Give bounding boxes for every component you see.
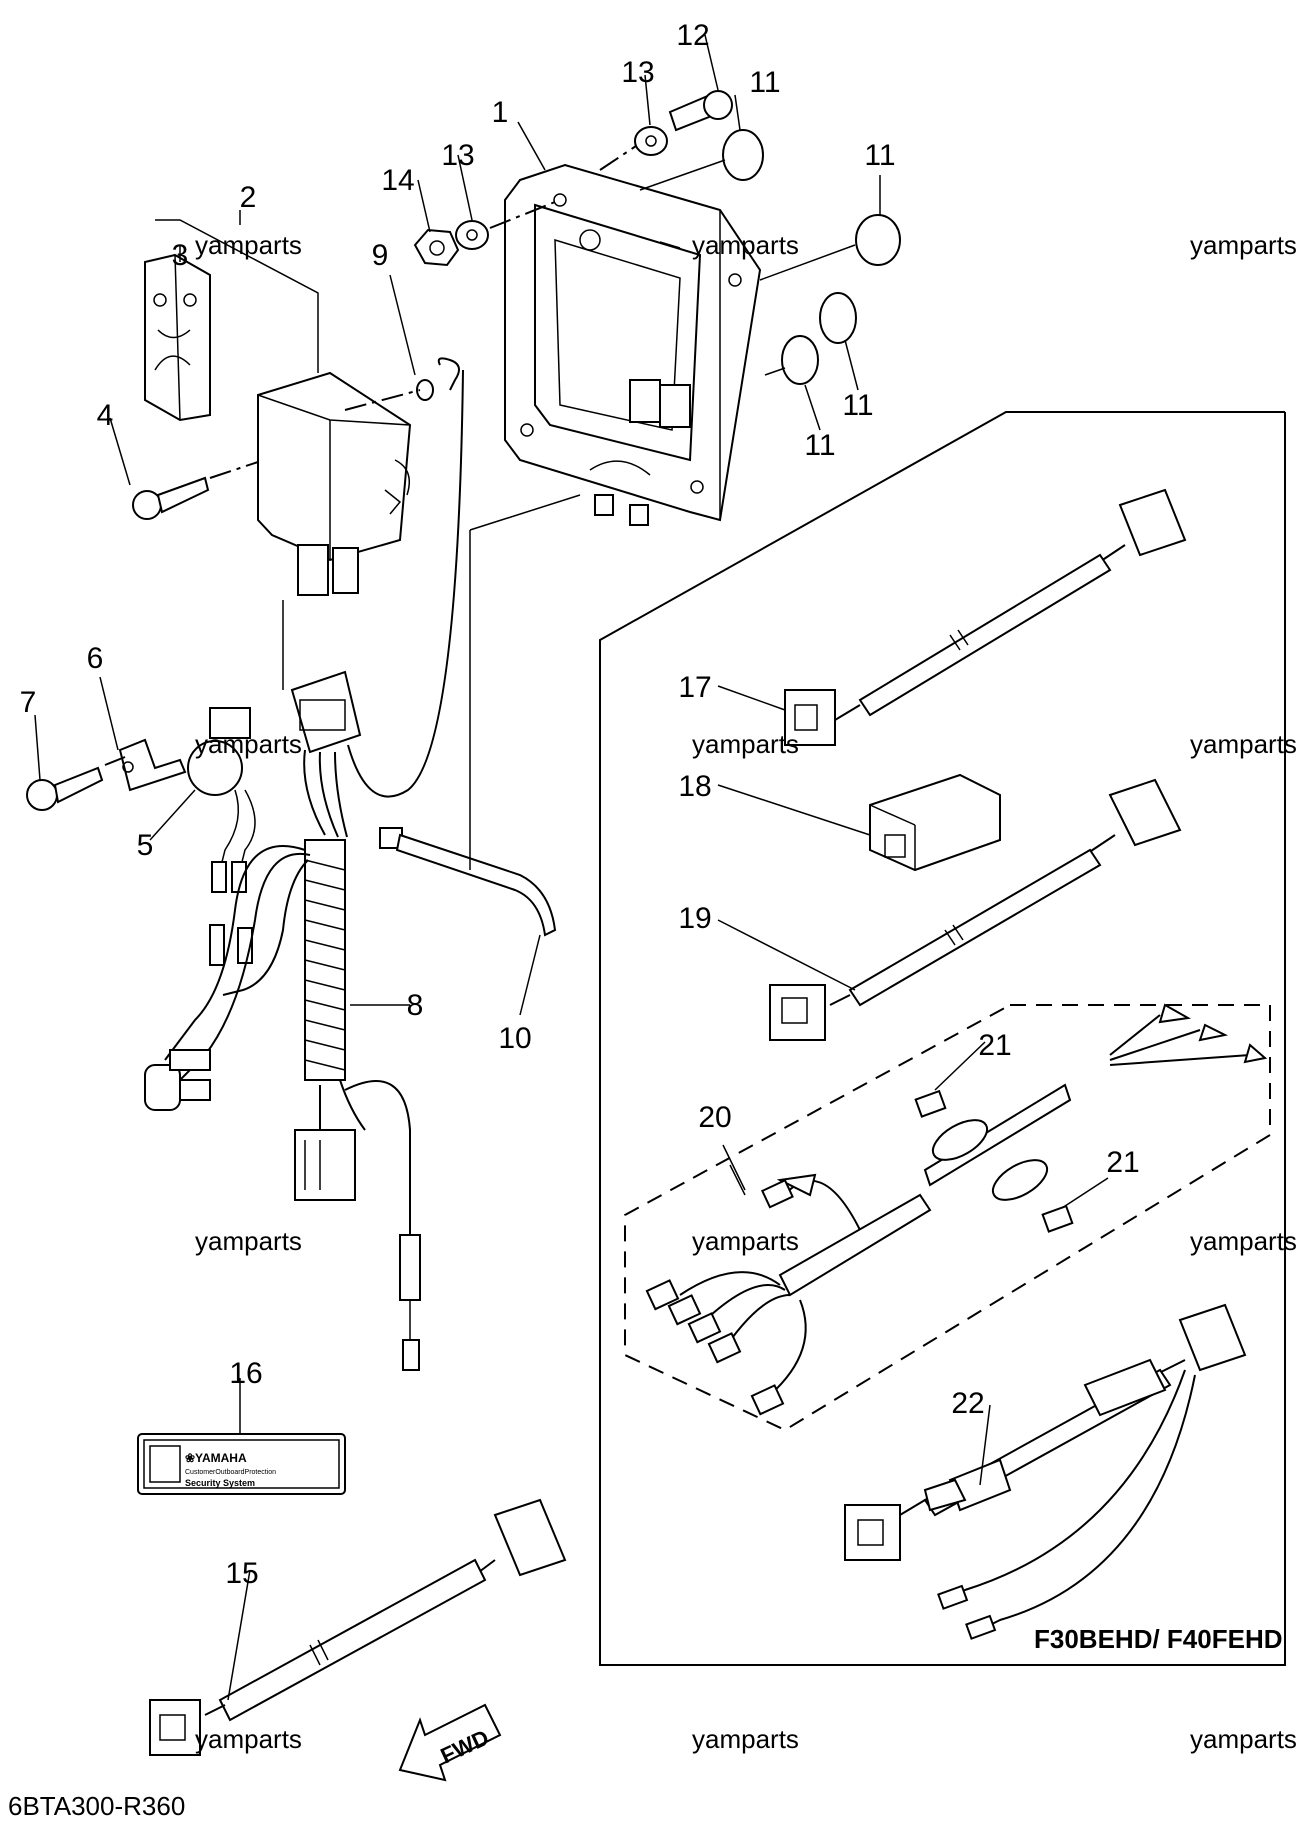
diagram-id: 6BTA300-R360 [8,1791,185,1821]
part-screw-7 [26,756,126,811]
callout-20: 20 [698,1101,731,1134]
part-harness-kit-20 [624,1003,1271,1432]
callout-8: 8 [407,989,424,1022]
decal-line2: Security System [185,1478,255,1488]
part-transmitter [144,253,211,422]
callout-7: 7 [20,686,37,719]
part-nut-14 [413,228,460,267]
watermark: yamparts [1190,1226,1297,1256]
watermark: yamparts [195,1226,302,1256]
callout-22: 22 [951,1387,984,1420]
part-bracket-plate [118,738,187,792]
part-control-unit [257,371,412,596]
callout-17: 17 [678,671,711,704]
part-decal: ❀YAMAHA CustomerOutboardProtection Secur… [137,1433,346,1495]
callout-18: 18 [678,770,711,803]
part-harness-19 [769,778,1182,1041]
callout-11d: 11 [804,429,835,462]
watermarks: yamparts yamparts yamparts yamparts yamp… [195,230,1297,1754]
part-caps-21 [914,1089,1074,1233]
callout-11a: 11 [749,66,780,99]
watermark: yamparts [195,1724,302,1754]
decal-line1: CustomerOutboardProtection [185,1469,276,1476]
part-washer-9 [344,379,434,411]
callout-6: 6 [87,642,104,675]
callout-5: 5 [137,829,154,862]
watermark: yamparts [1190,230,1297,260]
watermark: yamparts [195,230,302,260]
part-extension-harness [149,1498,567,1756]
callout-13b: 13 [441,139,474,172]
watermark: yamparts [1190,729,1297,759]
callout-2: 2 [240,181,257,214]
callout-11c: 11 [842,389,873,422]
fwd-arrow-icon: FWD [398,1703,502,1782]
callout-19: 19 [678,902,711,935]
part-main-harness [144,357,464,1371]
leader-lines [34,34,1109,1701]
part-washer-13b [455,199,561,250]
part-harness-22 [844,1303,1247,1640]
watermark: yamparts [692,230,799,260]
callout-12: 12 [676,19,709,52]
callout-13a: 13 [621,56,654,89]
option-kit-frame [599,411,1286,1666]
watermark: yamparts [195,729,302,759]
part-bracket-housing [504,163,762,526]
part-screw-12 [599,90,733,171]
callout-9: 9 [372,239,389,272]
part-connector-cap [869,773,1001,872]
callout-11b: 11 [864,139,895,172]
part-buzzer [187,707,256,966]
callout-1: 1 [492,96,509,129]
callout-3: 3 [172,239,189,272]
watermark: yamparts [692,1724,799,1754]
part-seals [639,129,901,385]
part-cable-tie [379,494,581,937]
watermark: yamparts [692,1226,799,1256]
callout-numbers: 1 2 3 4 5 6 7 8 9 10 11 11 11 11 12 13 1… [20,19,1140,1590]
callout-15: 15 [225,1557,258,1590]
part-screw-4 [132,461,259,520]
decal-brand: ❀YAMAHA [185,1451,247,1465]
callout-21a: 21 [978,1029,1011,1062]
callout-10: 10 [498,1022,531,1055]
callout-16: 16 [229,1357,262,1390]
callout-21b: 21 [1106,1146,1139,1179]
watermark: yamparts [692,729,799,759]
watermark: yamparts [1190,1724,1297,1754]
part-washer-13a [634,126,668,156]
callout-4: 4 [97,399,114,432]
part-harness-17 [784,488,1187,746]
model-label: F30BEHD/ F40FEHD [1034,1624,1283,1654]
callout-14: 14 [381,164,414,197]
